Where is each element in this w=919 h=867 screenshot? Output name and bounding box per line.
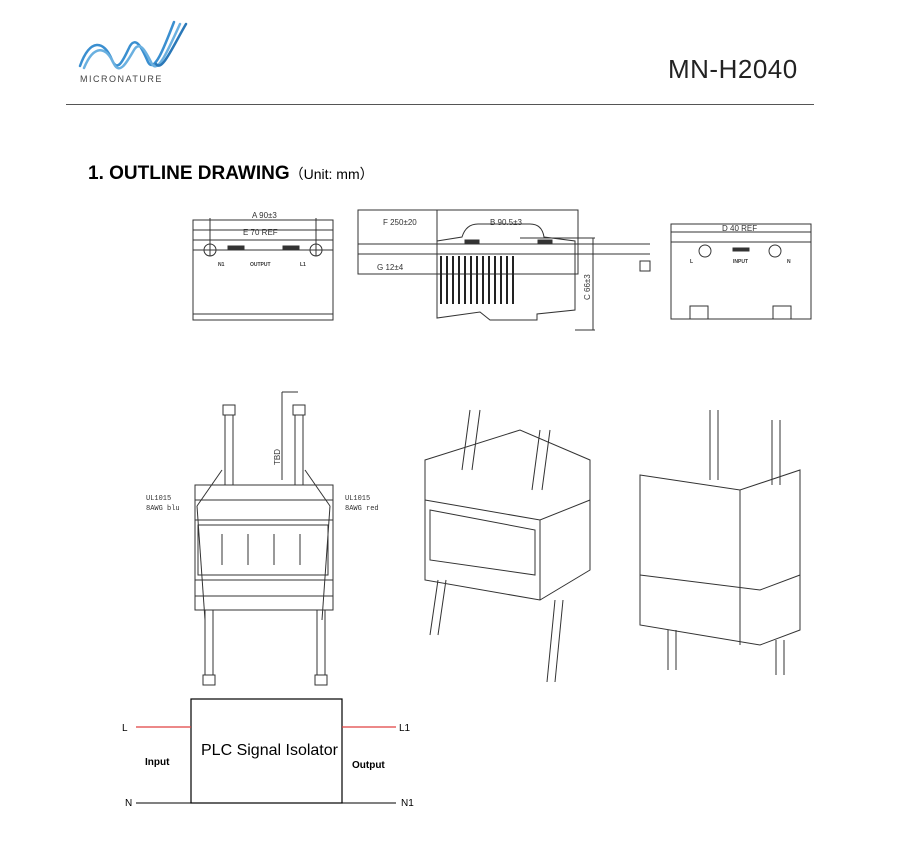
header-divider — [66, 104, 814, 105]
front-term-right: L1 — [300, 262, 306, 268]
dim-f: F 250±20 — [383, 218, 417, 227]
front-term-left: N1 — [218, 262, 225, 268]
input-label: Input — [145, 757, 170, 768]
dim-e: E 70 REF — [243, 228, 278, 237]
isolator-label: PLC Signal Isolator — [201, 742, 339, 759]
section-title: 1. OUTLINE DRAWING（Unit: mm） — [88, 163, 374, 185]
section-unit: （Unit: mm） — [289, 166, 374, 182]
isometric-front-view — [424, 409, 591, 683]
wire-right-gauge: 8AWG red — [345, 505, 379, 513]
output-label: Output — [352, 760, 385, 771]
back-term-right: N — [787, 259, 791, 265]
terminal-l1: L1 — [399, 723, 411, 734]
brand-logo: MICRONATURE — [72, 18, 202, 88]
connector-icon — [639, 260, 651, 272]
terminal-l: L — [122, 723, 128, 734]
wire-right-type: UL1015 — [345, 495, 370, 503]
logo-wave-icon — [78, 20, 188, 70]
brand-name: MICRONATURE — [80, 74, 163, 84]
back-view — [670, 223, 812, 320]
model-number: MN-H2040 — [668, 54, 798, 84]
dim-d: D 40 REF — [722, 224, 757, 233]
block-diagram: PLC Signal Isolator Input Output L N L1 … — [122, 698, 414, 809]
tbd-label: TBD — [273, 449, 282, 465]
front-label: OUTPUT — [250, 262, 271, 268]
terminal-n: N — [125, 798, 132, 809]
section-heading: 1. OUTLINE DRAWING — [88, 163, 290, 184]
isometric-back-view — [639, 410, 801, 675]
back-term-left: L — [690, 259, 693, 265]
dim-g: G 12±4 — [377, 263, 404, 272]
back-label: INPUT — [733, 259, 748, 265]
wire-left-type: UL1015 — [146, 495, 171, 503]
terminal-n1: N1 — [401, 798, 414, 809]
side-view — [357, 209, 650, 331]
dim-b: B 90.5±3 — [490, 218, 523, 227]
wiring-front-view — [194, 391, 334, 686]
dim-c: C 66±3 — [583, 274, 592, 300]
isolator-box — [190, 698, 343, 804]
dim-a: A 90±3 — [252, 211, 277, 220]
wire-left-gauge: 8AWG blu — [146, 505, 180, 513]
front-view — [192, 218, 334, 321]
